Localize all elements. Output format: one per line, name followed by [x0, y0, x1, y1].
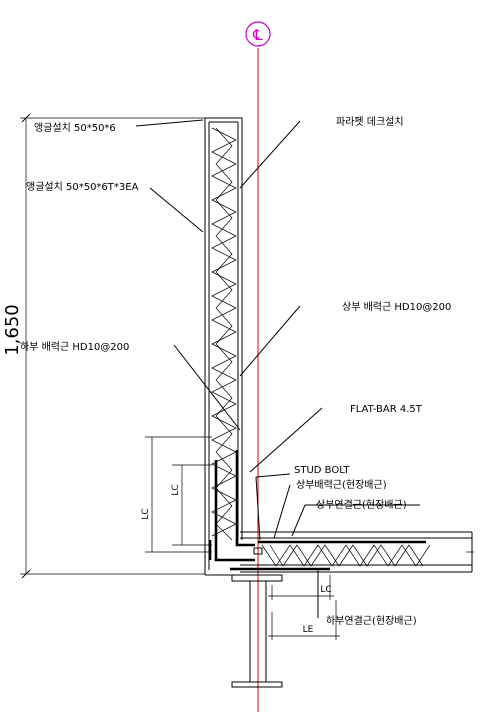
- heavy-bars: [208, 450, 255, 562]
- height-dimension: 1,650: [2, 113, 205, 579]
- label-stud: STUD BOLT: [294, 465, 350, 476]
- lc-outer-text: LC: [141, 508, 151, 519]
- le-bottom-text: LE: [303, 625, 314, 635]
- label-upper-conn: 상부연결근(현장배근): [316, 499, 407, 511]
- lc-inner-text: LC: [171, 484, 181, 495]
- bottom-dimensions: LC LE: [268, 575, 340, 640]
- lc-outer-dimension: LC: [141, 436, 212, 553]
- label-upper-main: 상부배력근(현장배근): [296, 479, 387, 491]
- base-plate: [231, 547, 283, 688]
- lc-inner-dimension: LC: [171, 464, 212, 546]
- centerline: ℄: [245, 21, 271, 712]
- label-lower-conn: 하부연결근(현장배근): [326, 614, 417, 627]
- label-angle-mid: 앵글설치 50*50*6T*3EA: [26, 181, 139, 193]
- label-flat-bar: FLAT-BAR 4.5T: [350, 404, 423, 415]
- wall-truss: [211, 127, 237, 541]
- centerline-symbol: ℄: [252, 26, 263, 44]
- lc-bottom-text: LC: [320, 585, 331, 595]
- slab-deck: [230, 531, 474, 573]
- label-upper-bar: 상부 배력근 HD10@200: [342, 301, 451, 313]
- centerline-symbol-circle: [245, 21, 271, 47]
- label-deck: 파라펫 데크설치: [336, 116, 404, 128]
- label-angle-top: 앵글설치 50*50*6: [34, 122, 116, 134]
- leader-lines: [135, 119, 420, 618]
- label-lower-bar: 하부 배력근 HD10@200: [20, 340, 129, 353]
- height-dimension-text: 1,650: [2, 304, 23, 356]
